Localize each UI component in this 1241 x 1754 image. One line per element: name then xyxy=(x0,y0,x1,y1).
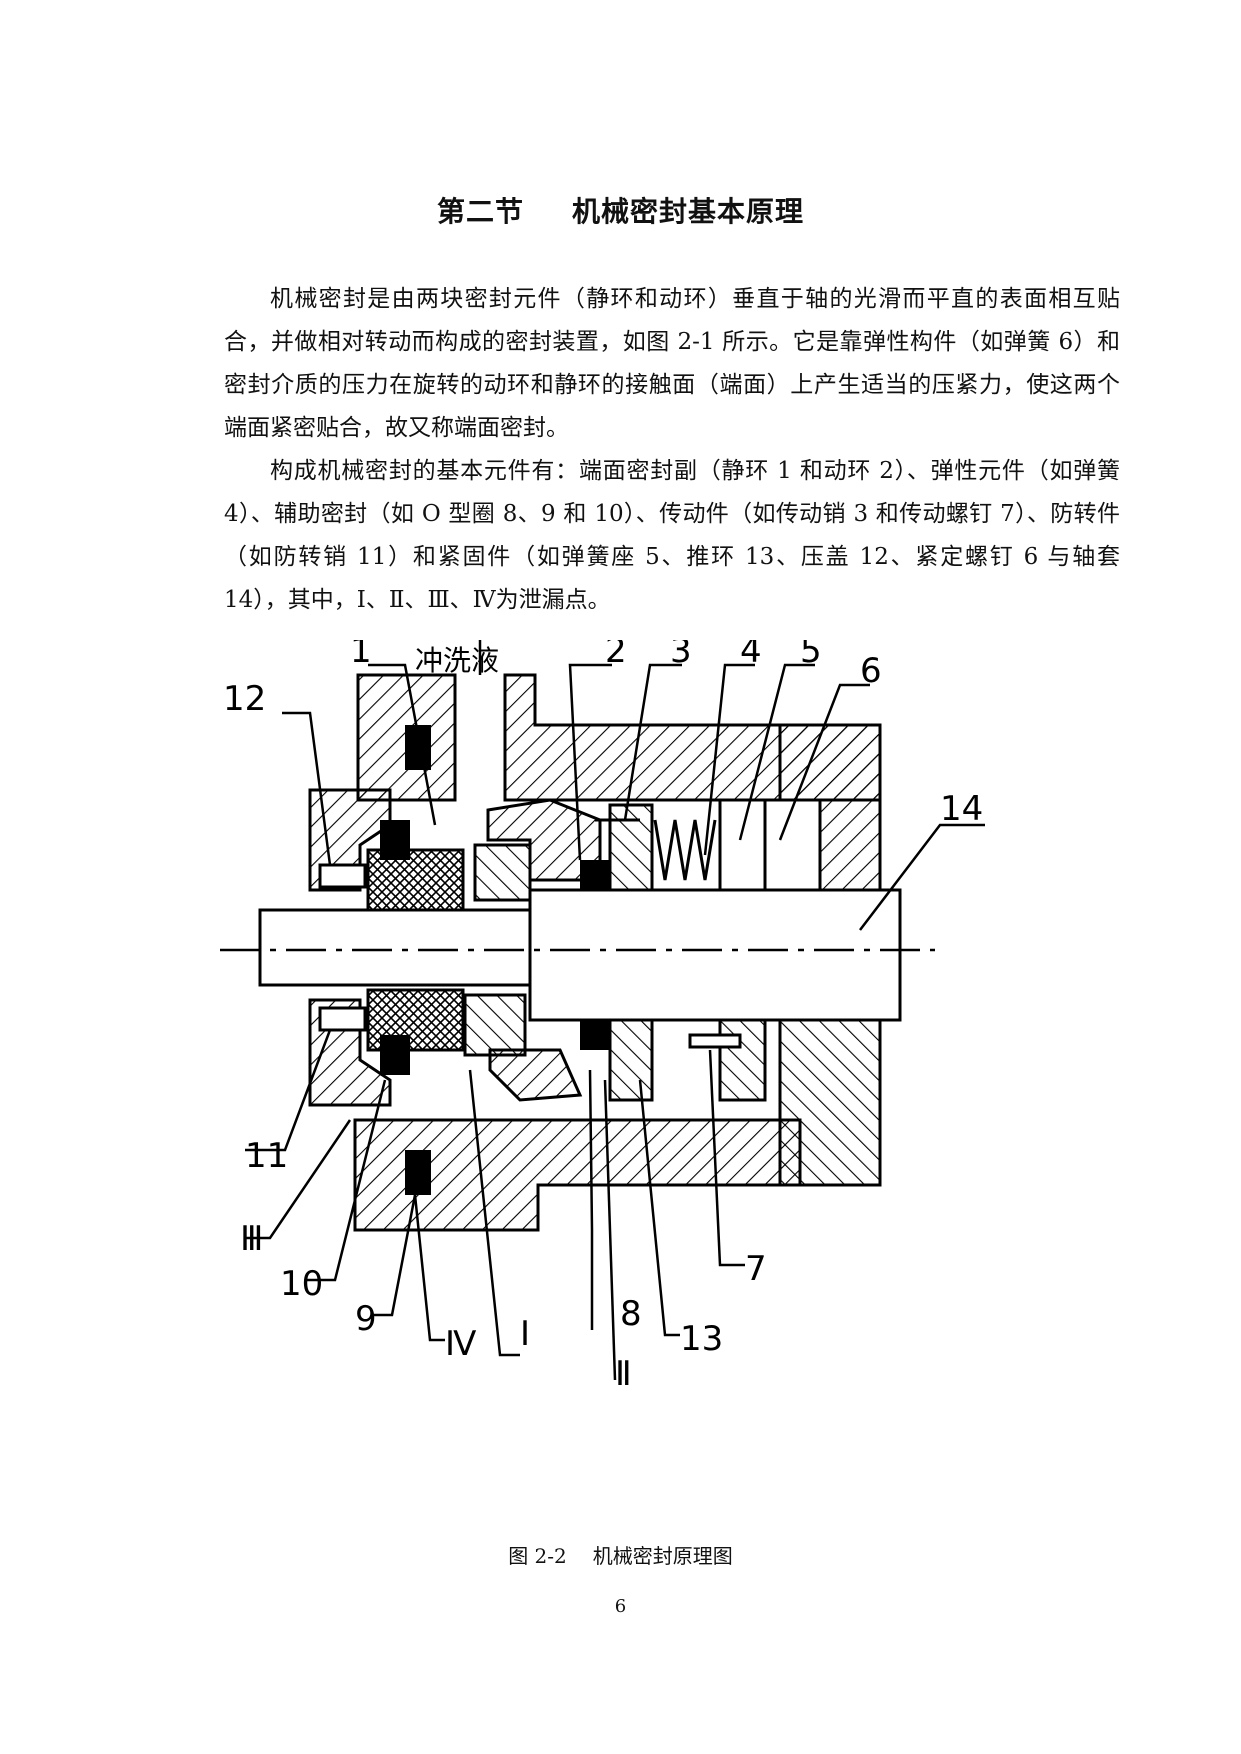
housing-bottom xyxy=(353,1013,882,1232)
pins xyxy=(318,818,742,1049)
label-8: 8 xyxy=(620,1294,642,1334)
o-rings xyxy=(380,725,610,1195)
paragraph-1: 机械密封是由两块密封元件（静环和动环）垂直于轴的光滑而平直的表面相互贴合，并做相… xyxy=(224,286,1120,441)
spring-4 xyxy=(653,819,717,881)
flush-fluid-label: 冲洗液 xyxy=(415,644,499,677)
label-1: 1 xyxy=(350,640,372,671)
label-9: 9 xyxy=(355,1299,377,1339)
figure-caption: 图 2-2 机械密封原理图 xyxy=(0,1540,1241,1569)
housing-top xyxy=(356,673,882,892)
label-10: 10 xyxy=(280,1264,323,1304)
section-number: 第二节 xyxy=(436,195,524,228)
leader-lines xyxy=(245,640,985,1381)
label-leak-3: Ⅲ xyxy=(240,1219,263,1259)
label-11: 11 xyxy=(245,1136,288,1176)
label-leak-4: Ⅳ xyxy=(445,1324,477,1364)
figure-number: 图 2-2 xyxy=(508,1544,567,1568)
label-12: 12 xyxy=(223,679,266,719)
label-leak-2: Ⅱ xyxy=(615,1354,632,1394)
body-text: 机械密封是由两块密封元件（静环和动环）垂直于轴的光滑而平直的表面相互贴合，并做相… xyxy=(224,278,1120,622)
label-leak-1: Ⅰ xyxy=(520,1314,530,1354)
shaft-sleeve-14 xyxy=(220,888,935,1022)
label-13: 13 xyxy=(680,1319,723,1359)
mechanical-seal-diagram: 冲洗液 1 2 3 4 5 6 12 14 11 Ⅲ 10 9 Ⅳ Ⅰ Ⅱ 8 … xyxy=(220,640,1100,1520)
rotating-ring-2 xyxy=(463,798,602,1102)
section-heading: 第二节 机械密封基本原理 xyxy=(0,190,1241,230)
figure-caption-text: 机械密封原理图 xyxy=(592,1544,733,1568)
label-5: 5 xyxy=(800,640,822,671)
label-3: 3 xyxy=(670,640,692,671)
section-title: 机械密封基本原理 xyxy=(572,195,805,228)
label-4: 4 xyxy=(740,640,762,671)
push-ring-13 xyxy=(608,798,767,1102)
label-6: 6 xyxy=(860,651,882,691)
label-7: 7 xyxy=(745,1249,767,1289)
page-number: 6 xyxy=(614,1596,627,1617)
label-14: 14 xyxy=(940,789,983,829)
label-2: 2 xyxy=(605,640,627,671)
paragraph-2: 构成机械密封的基本元件有：端面密封副（静环 1 和动环 2）、弹性元件（如弹簧 … xyxy=(224,458,1120,613)
